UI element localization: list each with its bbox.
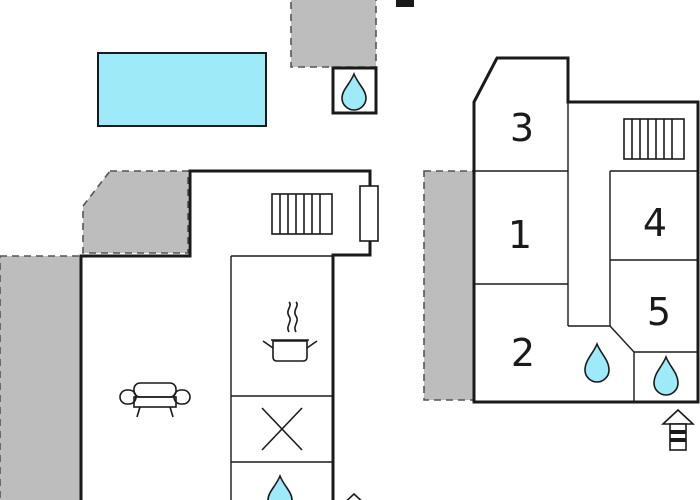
shower-drop-icon — [341, 71, 367, 111]
cooking-pot-icon — [262, 301, 318, 362]
sofa-icon — [119, 382, 191, 418]
stairs-icon — [623, 118, 685, 160]
shower-drop-icon — [267, 473, 293, 500]
stairs-icon — [271, 193, 333, 235]
terrace-right — [423, 170, 475, 401]
cross-icon — [261, 407, 303, 451]
room-label-5: 5 — [647, 290, 671, 334]
room-label-2: 2 — [511, 331, 535, 375]
terrace-top — [290, 0, 377, 68]
heater-icon — [359, 185, 379, 242]
room-label-4: 4 — [643, 201, 667, 245]
entrance-arrow-icon — [660, 408, 696, 451]
room-label-1: 1 — [508, 213, 532, 257]
room-label-3: 3 — [510, 106, 534, 150]
terrace-left — [0, 255, 82, 500]
shower-drop-icon — [653, 354, 679, 396]
wall-bath-a — [568, 325, 635, 402]
swimming-pool — [97, 52, 267, 127]
top-marker — [396, 0, 414, 7]
terrace-left-upper — [82, 170, 189, 254]
right-building-outline — [472, 56, 700, 404]
shower-drop-icon — [584, 341, 610, 383]
entrance-arrow-icon — [346, 492, 362, 500]
